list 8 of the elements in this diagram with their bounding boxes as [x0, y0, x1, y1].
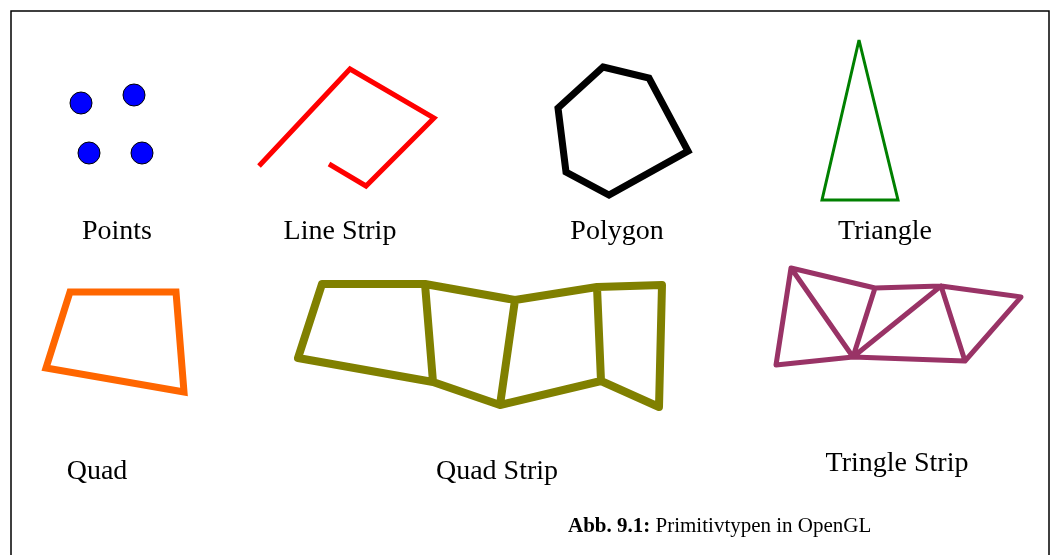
- figure-caption: Abb. 9.1: Primitivtypen in OpenGL: [568, 515, 872, 536]
- shape-label: Quad Strip: [435, 456, 559, 484]
- shape-label: Triangle: [838, 216, 932, 244]
- shape-label: Tringle Strip: [825, 448, 969, 476]
- shape-label: Line Strip: [283, 216, 397, 244]
- shape-label: Quad: [66, 456, 128, 484]
- shape-label: Polygon: [570, 216, 664, 244]
- shape-label: Points: [82, 216, 152, 244]
